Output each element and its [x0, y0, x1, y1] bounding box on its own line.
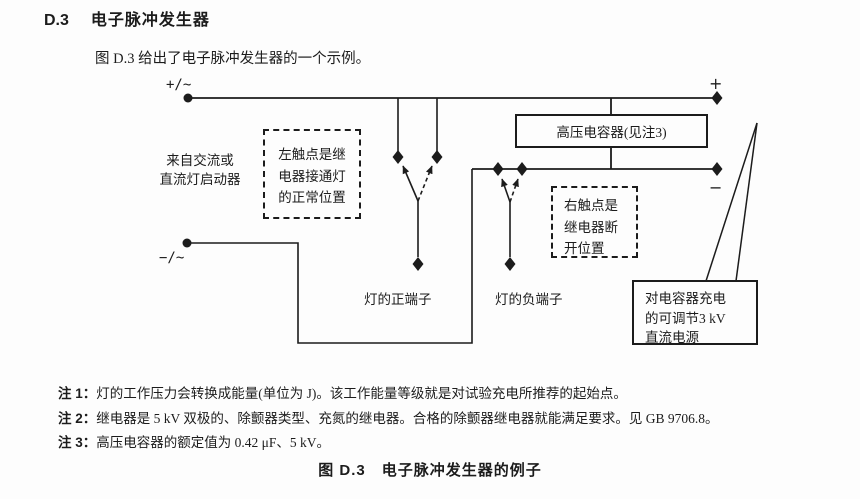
terminal-diamond-plus: [711, 91, 723, 105]
contact-diamond: [392, 150, 404, 164]
note-3-text: 高压电容器的额定值为 0.42 μF、5 kV。: [96, 435, 331, 450]
left-note-line3: 的正常位置: [278, 190, 346, 205]
left-relay: [397, 98, 438, 257]
note-1-text: 灯的工作压力会转换成能量(单位为 J)。该工作能量等级就是对试验充电所推荐的起始…: [96, 386, 627, 401]
intro-text: 图 D.3 给出了电子脉冲发生器的一个示例。: [95, 51, 371, 67]
section-number: D.3: [44, 12, 69, 29]
figure-caption: 图 D.3 电子脉冲发生器的例子: [318, 462, 542, 479]
section-heading: D.3 电子脉冲发生器: [44, 6, 210, 30]
contact-diamond: [516, 162, 528, 176]
input-node-bottom: [182, 238, 192, 248]
lamp-negative-label: 灯的负端子: [495, 292, 563, 307]
note-2-label: 注 2：: [58, 410, 97, 426]
terminal-diamond-minus: [711, 162, 723, 176]
source-label-line2: 直流灯启动器: [159, 172, 241, 187]
note-2-text: 继电器是 5 kV 双极的、除颤器类型、充氮的继电器。合格的除颤器继电器就能满足…: [96, 410, 719, 426]
right-note-line1: 右触点是: [564, 198, 618, 213]
contact-diamond: [492, 162, 504, 176]
source-label-line1: 来自交流或: [166, 153, 234, 168]
note-2: 注 2：继电器是 5 kV 双极的、除颤器类型、充氮的继电器。合格的除颤器继电器…: [58, 407, 850, 432]
right-relay: [501, 178, 519, 257]
capacitor-box: 高压电容器(见注3): [515, 114, 708, 148]
lamp-positive-terminal-diamond: [412, 257, 424, 271]
section-title: 电子脉冲发生器: [90, 12, 210, 29]
right-note-line2: 继电器断: [564, 219, 618, 235]
note-1: 注 1：灯的工作压力会转换成能量(单位为 J)。该工作能量等级就是对试验充电所推…: [58, 382, 850, 407]
input-node-top: [183, 93, 193, 103]
dc-source-line2: 的可调节3 kV: [645, 310, 726, 326]
right-note-line3: 开位置: [564, 241, 605, 256]
left-note-line1: 左触点是继: [278, 147, 346, 162]
input-bottom-label: −/~: [159, 250, 185, 266]
right-contact-note-box: 右触点是 继电器断 开位置: [551, 186, 638, 258]
left-note-line2: 电器接通灯: [278, 168, 346, 184]
input-top-label: +/~: [166, 77, 192, 93]
dc-source-line3: 直流电源: [645, 330, 699, 345]
contact-diamond: [431, 150, 443, 164]
callout-lines: [705, 122, 758, 282]
dc-source-box: 对电容器充电 的可调节3 kV 直流电源: [632, 280, 758, 345]
capacitor-minus-sign: −: [709, 178, 723, 197]
note-1-label: 注 1：: [58, 386, 97, 401]
source-label: 来自交流或 直流灯启动器: [140, 151, 260, 189]
note-3-label: 注 3：: [58, 435, 97, 450]
left-contact-note-box: 左触点是继 电器接通灯 的正常位置: [263, 129, 361, 219]
note-3: 注 3：高压电容器的额定值为 0.42 μF、5 kV。: [58, 431, 850, 456]
circuit-diagram: [182, 91, 758, 344]
notes-block: 注 1：灯的工作压力会转换成能量(单位为 J)。该工作能量等级就是对试验充电所推…: [58, 382, 850, 456]
return-wire: [187, 169, 473, 344]
dc-source-line1: 对电容器充电: [645, 291, 726, 306]
capacitor-plus-sign: +: [709, 74, 723, 93]
lamp-negative-terminal-diamond: [504, 257, 516, 271]
lamp-positive-label: 灯的正端子: [364, 292, 432, 307]
capacitor-label: 高压电容器(见注3): [556, 125, 667, 140]
